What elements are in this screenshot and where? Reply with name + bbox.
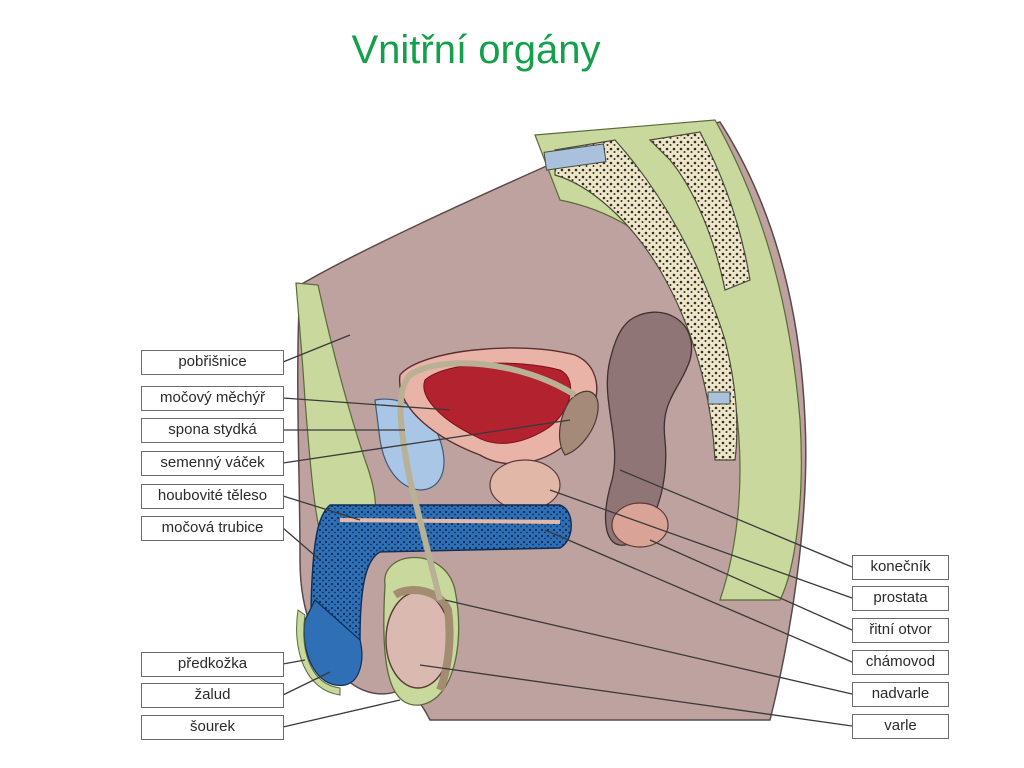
label-zalud: žalud [141,683,284,708]
leader-prostata [549,489,853,599]
vertebra [648,131,751,291]
seminal-vesicle [558,390,599,456]
disc [543,143,607,171]
prostate [489,459,561,511]
urethra [339,518,561,524]
glans [303,599,363,686]
label-nadvarle: nadvarle [852,682,949,707]
leader-konecnik [619,469,853,568]
leader-mocovy-mechyr [282,397,451,411]
vas-deferens [397,360,577,601]
leader-houbovite-teleso [282,495,361,521]
label-predkozka: předkožka [141,652,284,677]
anal-sphincter [611,502,669,548]
label-konecnik: konečník [852,555,949,580]
leader-pobrisnice [282,334,351,363]
disc-2 [707,391,731,405]
leader-lines [282,334,853,728]
bladder-interior [423,362,572,444]
label-houbovite-teleso: houbovité těleso [141,484,284,509]
label-prostata: prostata [852,586,949,611]
label-semenny-vacek: semenný váček [141,451,284,476]
testis [385,591,451,689]
leader-ritni-otvor [649,539,853,631]
label-sourek: šourek [141,715,284,740]
label-chamovod: chámovod [852,650,949,675]
leader-zalud [282,671,331,696]
leader-sourek [282,699,401,728]
leader-varle [419,664,853,727]
leader-predkozka [282,659,306,665]
label-spona-stydka: spona stydká [141,418,284,443]
slide-title: Vnitřní orgány [351,28,601,72]
epididymis [392,586,454,692]
leader-semenny-vacek [282,419,571,464]
label-mocovy-mechyr: močový měchýř [141,386,284,411]
label-ritni-otvor: řitní otvor [852,618,949,643]
leader-mocova-trubice [282,527,321,561]
leader-chamovod [544,529,853,663]
label-pobrisnice: pobřišnice [141,350,284,375]
leader-nadvarle [444,599,853,695]
label-varle: varle [852,714,949,739]
label-mocova-trubice: močová trubice [141,516,284,541]
sacrum-bone [554,139,738,461]
